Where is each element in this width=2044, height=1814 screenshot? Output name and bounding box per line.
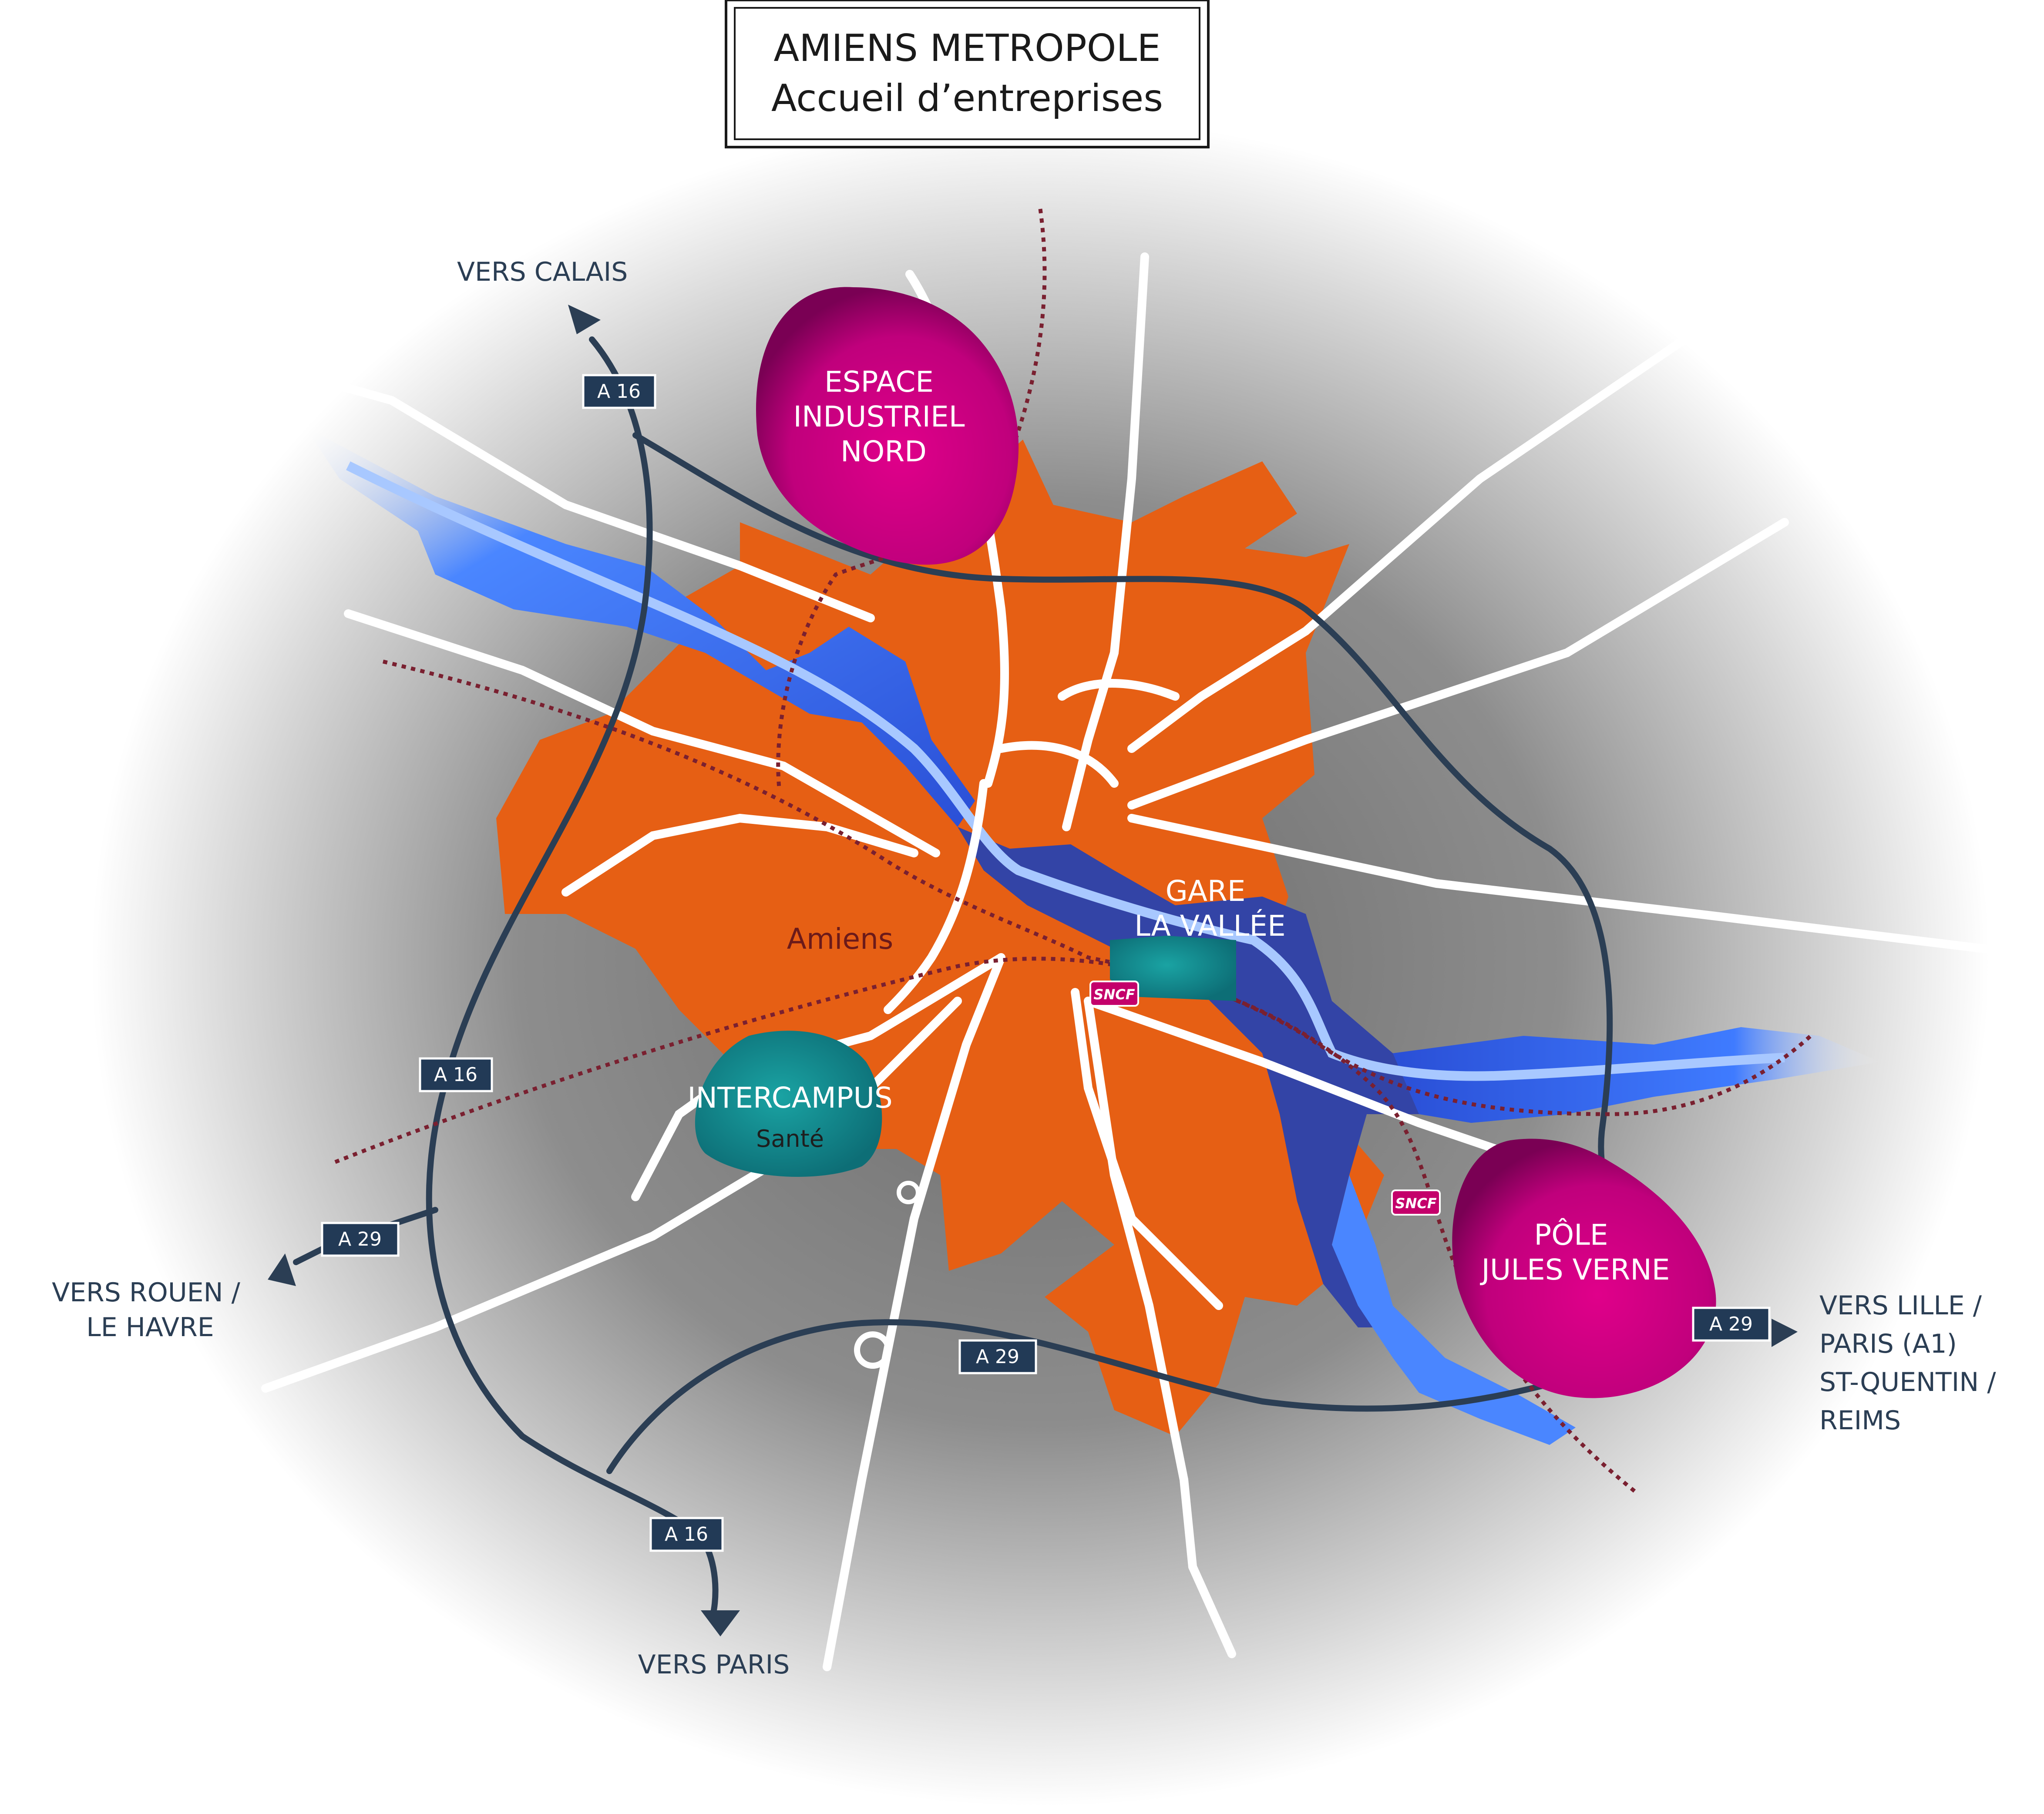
sncf-badge-central: SNCF (1089, 981, 1139, 1007)
zone-pole-line2: JULES VERNE (1480, 1253, 1670, 1287)
destination-lille-line3: ST-QUENTIN / (1819, 1367, 1996, 1397)
sncf-badge-east: SNCF (1391, 1189, 1441, 1216)
road-tag-a16-north-label: A 16 (597, 380, 641, 403)
svg-text:VERS LILLE / PARIS (A1): VERS LILLE / PARIS (A1) ST-QUENTIN / REI… (1819, 1290, 2004, 1436)
destination-lille-line2: PARIS (A1) (1819, 1329, 1957, 1359)
road-tag-a29-south: A 29 (958, 1339, 1037, 1374)
title-line1: AMIENS METROPOLE (773, 27, 1160, 70)
destination-rouen-line1: VERS ROUEN / (52, 1277, 241, 1308)
zone-espace-line2: INDUSTRIEL (793, 400, 965, 433)
road-tag-a16-south: A 16 (649, 1517, 724, 1552)
road-tag-a16-west: A 16 (419, 1057, 493, 1092)
zone-espace-line3: NORD (840, 435, 927, 468)
arrow-paris-icon (701, 1610, 740, 1636)
zone-intercampus-label: INTERCAMPUS (687, 1081, 893, 1115)
svg-text:ESPACE INDUSTRIEL NORD: ESPACE INDUSTRIEL NORD (793, 365, 974, 468)
title-line2: Accueil d’entreprises (771, 77, 1163, 120)
road-tag-a29-south-label: A 29 (976, 1346, 1019, 1368)
destination-lille-line4: REIMS (1819, 1405, 1901, 1436)
arrow-lille-icon (1772, 1319, 1798, 1347)
destination-paris: VERS PARIS (638, 1649, 790, 1680)
road-tag-a29-west-label: A 29 (338, 1228, 382, 1250)
roundabout-south (897, 1181, 920, 1204)
zone-espace-line1: ESPACE (824, 365, 934, 399)
zone-espace-industriel-nord[interactable] (756, 287, 1019, 565)
city-label-amiens: Amiens (787, 922, 894, 956)
zone-intercampus-sub: Santé (756, 1125, 824, 1152)
road-tag-a29-east: A 29 (1692, 1307, 1771, 1342)
svg-text:VERS ROUEN / LE HAVRE: VERS ROUEN / LE HAVRE (52, 1277, 249, 1343)
river-centreline (346, 461, 1785, 1081)
road-tag-a29-west: A 29 (321, 1222, 400, 1257)
zone-gare-la-vallee[interactable] (1110, 936, 1236, 1001)
roundabout-a29 (854, 1331, 891, 1369)
destination-lille-line1: VERS LILLE / (1819, 1290, 1982, 1321)
zone-pole-jules-verne[interactable] (1452, 1139, 1716, 1398)
motorway-arrows (268, 305, 1798, 1636)
arrow-rouen-icon (268, 1253, 296, 1286)
river-somme-east (1393, 1027, 1880, 1123)
svg-text:GARE LA VALLÉE: GARE LA VALLÉE (1134, 874, 1285, 943)
motorways (293, 336, 1727, 1613)
title-box: AMIENS METROPOLE Accueil d’entreprises (725, 0, 1210, 148)
road-tag-a16-west-label: A 16 (434, 1064, 477, 1086)
sncf-central-label: SNCF (1093, 986, 1135, 1003)
river-somme-south (1332, 1175, 1576, 1445)
sncf-east-label: SNCF (1395, 1195, 1436, 1212)
zone-gare-line1: GARE (1166, 874, 1246, 908)
destination-rouen-line2: LE HAVRE (86, 1312, 214, 1343)
road-tag-a16-north: A 16 (582, 374, 656, 409)
road-tag-a16-south-label: A 16 (665, 1523, 708, 1545)
zone-gare-line2: LA VALLÉE (1134, 909, 1285, 943)
zone-pole-line1: PÔLE (1534, 1218, 1608, 1252)
svg-text:PÔLE JULES VERNE: PÔLE JULES VERNE (1480, 1218, 1670, 1287)
destination-calais: VERS CALAIS (457, 257, 628, 287)
arrow-calais-icon (568, 305, 601, 334)
zone-intercampus-sante[interactable] (695, 1031, 882, 1177)
road-tag-a29-east-label: A 29 (1709, 1313, 1753, 1335)
